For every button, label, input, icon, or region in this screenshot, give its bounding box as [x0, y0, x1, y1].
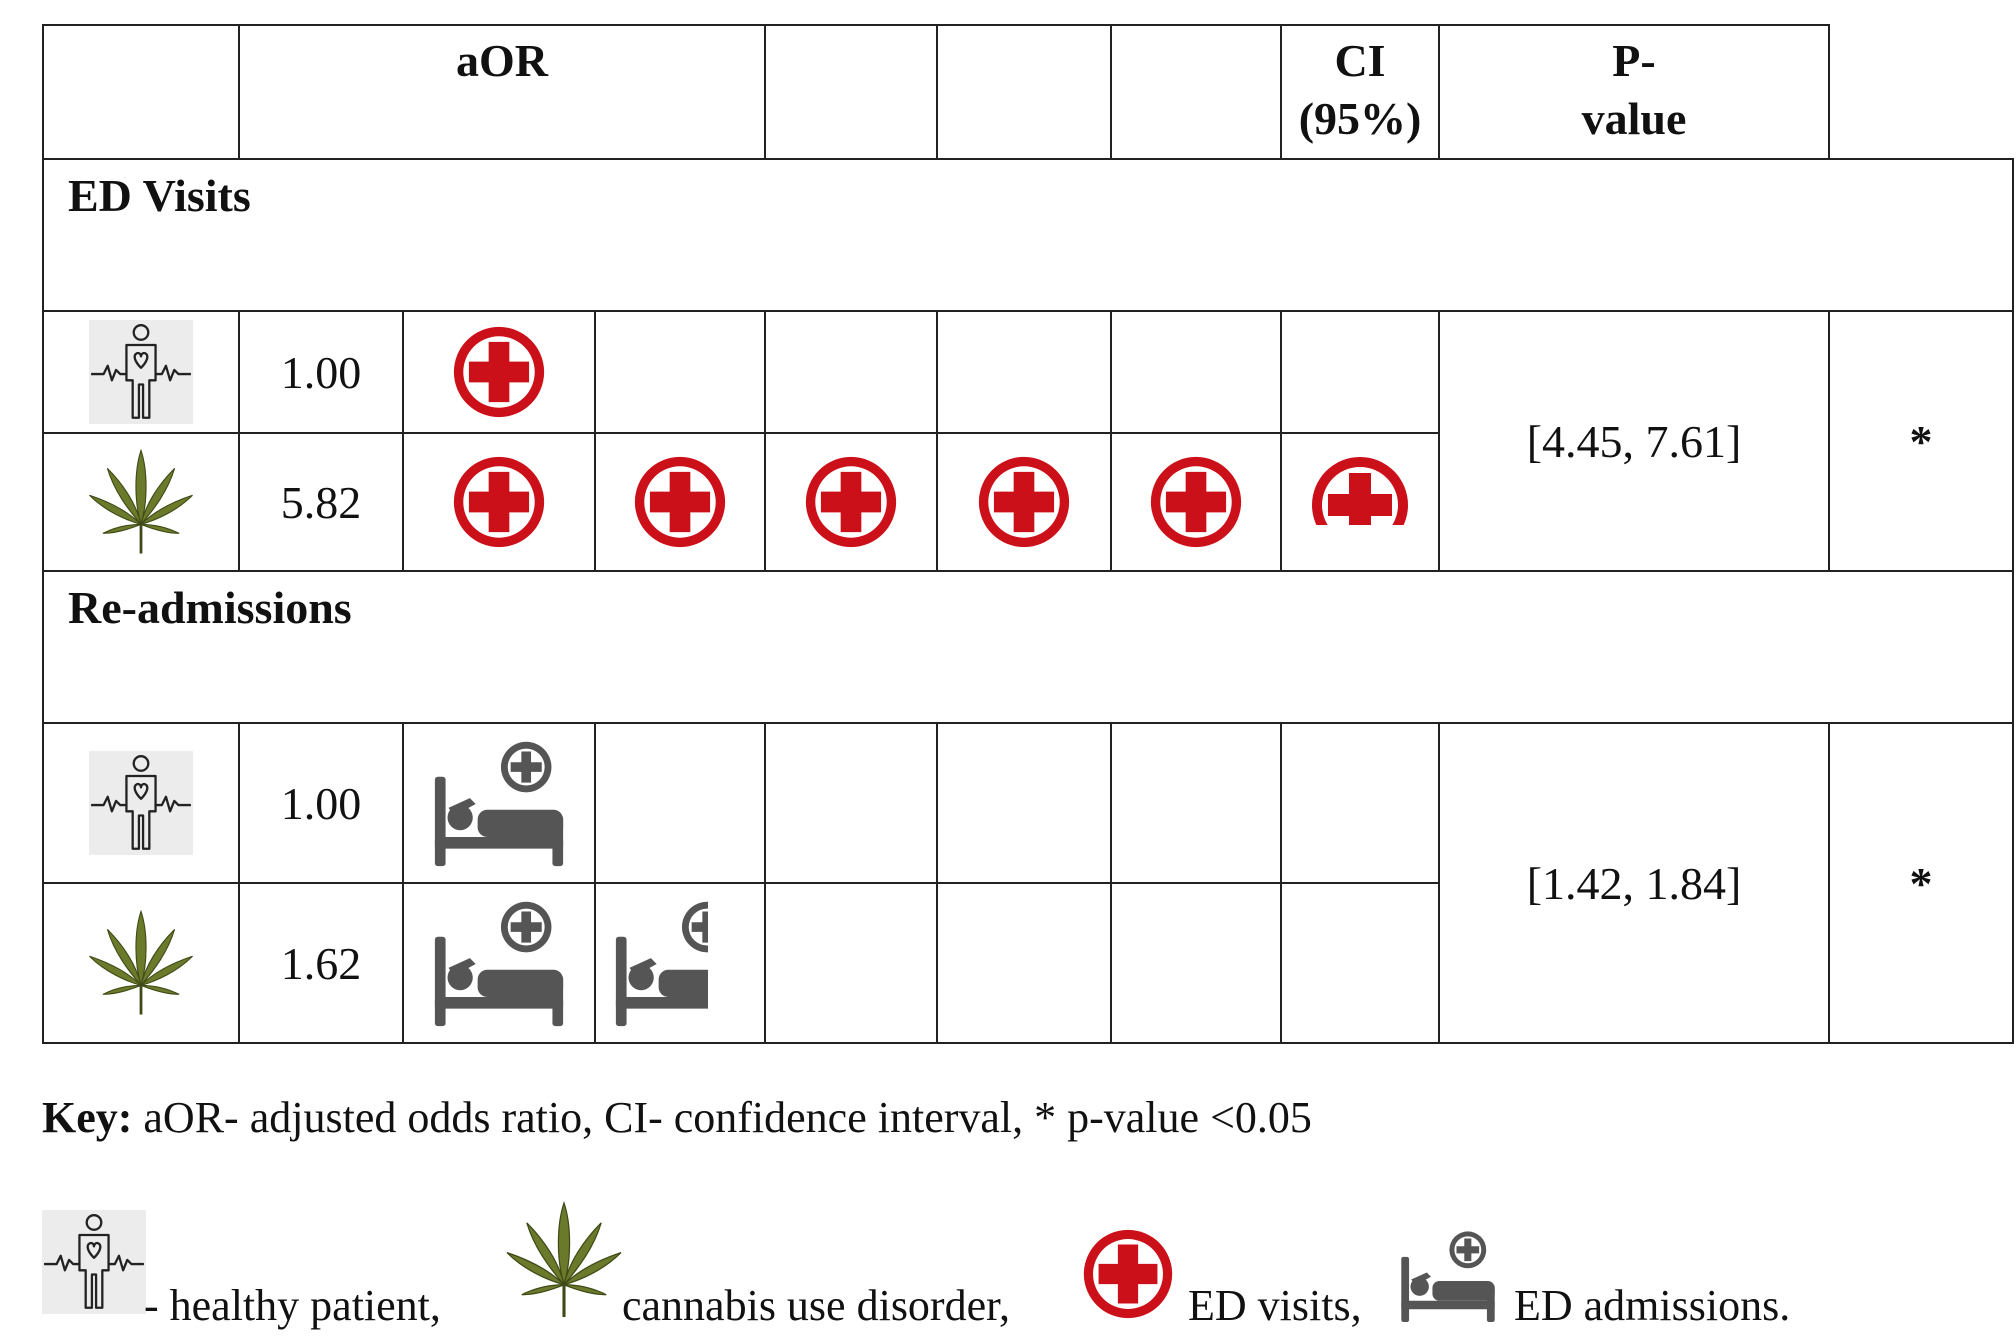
section-row-ed-visits: ED Visits [41, 158, 2015, 312]
header-pvalue: P-value [1438, 24, 1831, 160]
hospital-bed-icon-partial [593, 882, 767, 1044]
table-row: 5.82 [42, 432, 2013, 572]
hospital-bed-icon [1398, 1230, 1498, 1322]
header-row: aOR CI (95%) P-value [42, 24, 2013, 160]
p-value: * [1828, 722, 2015, 1044]
empty-cell [1110, 722, 1283, 884]
aor-value: 1.62 [238, 882, 404, 1044]
empty-cell [764, 722, 939, 884]
ci-value: [4.45, 7.61] [1438, 310, 1831, 572]
key-note: Key: aOR- adjusted odds ratio, CI- confi… [42, 1092, 1312, 1143]
legend-ed-admissions: ED admissions. [1514, 1281, 1791, 1330]
key-label: Key: [42, 1093, 133, 1142]
healthy-patient-icon [42, 310, 240, 434]
hospital-cross-icon-partial [1280, 432, 1441, 572]
results-table: aOR CI (95%) P-value ED Visits 1.00 [4.4… [41, 24, 2015, 1044]
empty-cell [593, 722, 767, 884]
hospital-cross-icon [764, 432, 939, 572]
header-empty-cell [42, 24, 240, 160]
key-text: aOR- adjusted odds ratio, CI- confidence… [132, 1093, 1312, 1142]
hospital-cross-icon [402, 310, 596, 434]
header-aor: aOR [237, 24, 767, 160]
empty-cell [1280, 310, 1441, 434]
p-value: * [1828, 310, 2015, 572]
legend-healthy: - healthy patient, [144, 1281, 441, 1330]
hospital-cross-icon [1082, 1228, 1174, 1320]
section-row-readmissions: Re-admissions [41, 570, 2015, 724]
empty-cell [1110, 310, 1283, 434]
header-ci: CI (95%) [1280, 24, 1441, 160]
empty-cell [936, 310, 1113, 434]
cannabis-leaf-icon [502, 1198, 626, 1322]
healthy-patient-icon [42, 1210, 146, 1314]
cannabis-leaf-icon [42, 432, 240, 572]
legend-cannabis: cannabis use disorder, [622, 1281, 1011, 1330]
hospital-cross-icon [936, 432, 1113, 572]
hospital-cross-icon [593, 432, 767, 572]
aor-value: 1.00 [238, 310, 404, 434]
header-blank-cell [764, 24, 939, 160]
table-row: 1.62 [42, 882, 2013, 1044]
empty-cell [764, 310, 939, 434]
empty-cell [936, 722, 1113, 884]
cannabis-leaf-icon [42, 882, 240, 1044]
table-row: 1.00 [4.45, 7.61] * [42, 310, 2015, 572]
hospital-bed-icon [402, 882, 596, 1044]
table-row: 1.00 [1.42, 1.84] * [42, 722, 2015, 1044]
empty-cell [1110, 882, 1283, 1044]
legend: - healthy patient, cannabis use disorder… [42, 1188, 2002, 1330]
aor-value: 1.00 [238, 722, 404, 884]
empty-cell [936, 882, 1113, 1044]
aor-value: 5.82 [238, 432, 404, 572]
empty-cell [593, 310, 767, 434]
header-blank-cell [1110, 24, 1283, 160]
hospital-cross-icon [1110, 432, 1283, 572]
empty-cell [764, 882, 939, 1044]
section-title-readmissions: Re-admissions [41, 570, 2015, 724]
hospital-cross-icon [402, 432, 596, 572]
ci-value: [1.42, 1.84] [1438, 722, 1831, 1044]
empty-cell [1280, 882, 1441, 1044]
legend-ed-visits: ED visits, [1188, 1281, 1362, 1330]
healthy-patient-icon [42, 722, 240, 884]
header-blank-cell [936, 24, 1113, 160]
hospital-bed-icon [402, 722, 596, 884]
empty-cell [1280, 722, 1441, 884]
section-title-ed-visits: ED Visits [41, 158, 2015, 312]
